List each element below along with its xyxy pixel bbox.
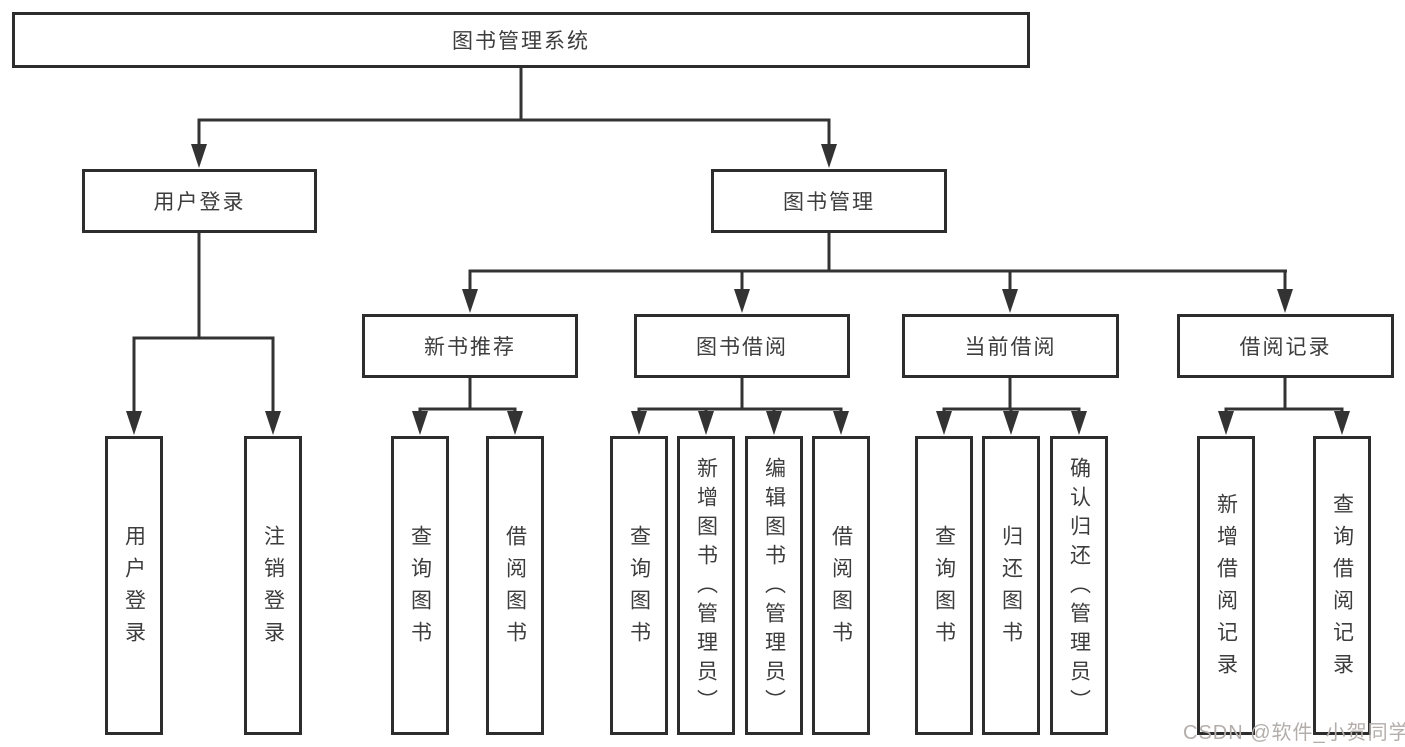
leaf-edit-book-admin: 编辑图书（管理员） [745,436,803,735]
leaf-query-borrow-record: 查询借阅记录 [1313,436,1371,735]
leaf-add-book-admin: 新增图书（管理员） [677,436,735,735]
node-current-borrow: 当前借阅 [902,314,1119,378]
node-borrow-records: 借阅记录 [1177,314,1394,378]
leaf-return-book: 归还图书 [982,436,1040,735]
leaf-query-books-borrow: 查询图书 [610,436,668,735]
node-book-borrow: 图书借阅 [634,314,850,378]
leaf-borrow-books: 借阅图书 [812,436,870,735]
node-root-library-system: 图书管理系统 [12,12,1030,68]
leaf-user-login: 用户登录 [105,436,163,735]
leaf-logout: 注销登录 [244,436,302,735]
leaf-query-books-current: 查询图书 [915,436,973,735]
csdn-watermark: CSDN @软件_小贺同学 [1183,722,1405,744]
node-user-login: 用户登录 [82,169,317,233]
leaf-confirm-return-admin: 确认归还（管理员） [1050,436,1108,735]
leaf-add-borrow-record: 新增借阅记录 [1197,436,1255,735]
leaf-borrow-books-recommend: 借阅图书 [486,436,544,735]
node-book-management: 图书管理 [711,169,947,233]
leaf-query-books-recommend: 查询图书 [391,436,449,735]
node-new-book-recommend: 新书推荐 [362,314,578,378]
